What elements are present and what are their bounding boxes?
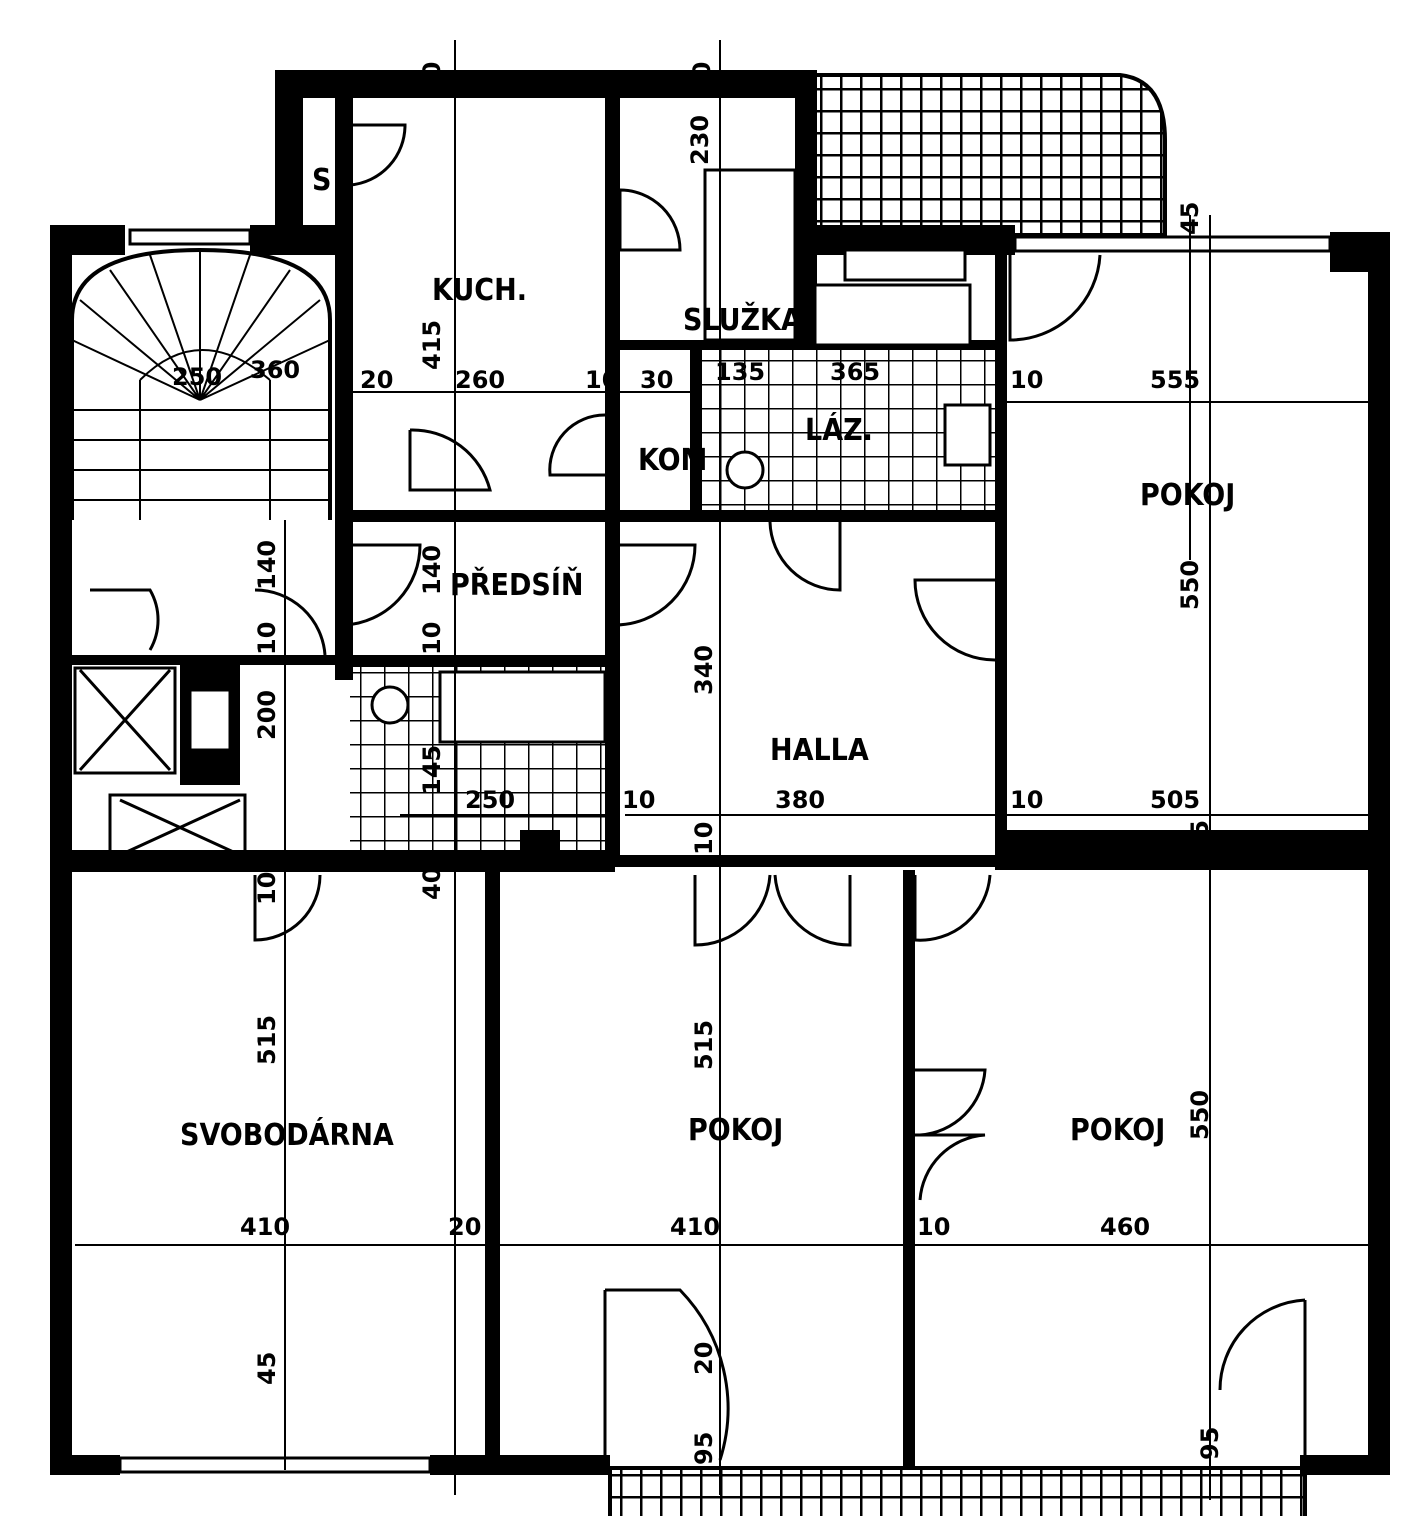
room-label-hall-entry: PŘEDSÍŇ [450,567,583,603]
dim-label: 10 [418,622,446,655]
dim-label: 10 [1010,366,1043,394]
room-label-storage: S [312,163,331,198]
dim-label: 10 [253,872,281,905]
room-label-maid: SLUŽKA [683,302,802,338]
terrace-north [813,73,1167,237]
dim-label: 20 [360,366,393,394]
dim-label: 340 [690,645,718,695]
dim-label: 550 [1186,1090,1214,1140]
dim-label: 20 [418,62,446,95]
room-label-pokoj-south-east: POKOJ [1070,1113,1165,1148]
dim-label: 145 [418,745,446,795]
room-label-hall: HALLA [770,733,869,768]
dimension-labels: 20 20 230 45 415 20 260 10 30 135 365 10… [172,62,1224,1465]
dim-label: 30 [640,366,673,394]
room-label-pokoj-east: POKOJ [1140,478,1235,513]
dim-label: 45 [253,1352,281,1385]
dim-label: 405 [1186,820,1214,870]
dim-label: 365 [830,358,880,386]
dim-label: 380 [775,786,825,814]
room-label-bath: LÁZ. [805,412,873,448]
room-label-kitchen: KUCH. [432,273,527,308]
dim-label: 250 [172,363,222,391]
dim-label: 10 [1010,786,1043,814]
dim-label: 555 [1150,366,1200,394]
dim-label: 10 [917,1213,950,1241]
dim-label: 10 [253,622,281,655]
dim-label: 10 [585,366,618,394]
dimension-lines [75,40,1370,1500]
dim-label: 45 [1176,202,1204,235]
dim-label: 10 [622,786,655,814]
walls [50,70,1390,1475]
room-label-bachelor: SVOBODÁRNA [180,1117,394,1153]
dim-label: 135 [715,358,765,386]
room-labels: KUCH. SLUŽKA KOM LÁZ. POKOJ PŘEDSÍŇ HALL… [180,163,1235,1153]
dim-label: 20 [688,62,716,95]
balcony-south-grid [608,1466,1307,1516]
dim-label: 505 [1150,786,1200,814]
dim-label: 20 [448,1213,481,1241]
dim-label: 140 [253,540,281,590]
dim-label: 95 [1196,1427,1224,1460]
dim-label: 550 [1176,560,1204,610]
dim-label: 515 [690,1020,718,1070]
dim-label: 140 [418,545,446,595]
dim-label: 260 [455,366,505,394]
dim-label: 10 [690,822,718,855]
dim-label: 410 [240,1213,290,1241]
dim-label: 200 [253,690,281,740]
dim-label: 95 [690,1432,718,1465]
room-label-pokoj-mid: POKOJ [688,1113,783,1148]
dim-label: 360 [250,356,300,384]
doors [90,123,1307,1461]
dim-label: 515 [253,1015,281,1065]
dim-label: 20 [690,1342,718,1375]
room-label-pantry: KOM [638,443,707,478]
dim-label: 250 [465,786,515,814]
windows [118,73,1342,1474]
dim-label: 415 [418,320,446,370]
staircase [70,247,332,520]
dim-label: 40 [418,867,446,900]
dim-label: 460 [1100,1213,1150,1241]
dim-label: 410 [670,1213,720,1241]
dim-label: 230 [686,115,714,165]
